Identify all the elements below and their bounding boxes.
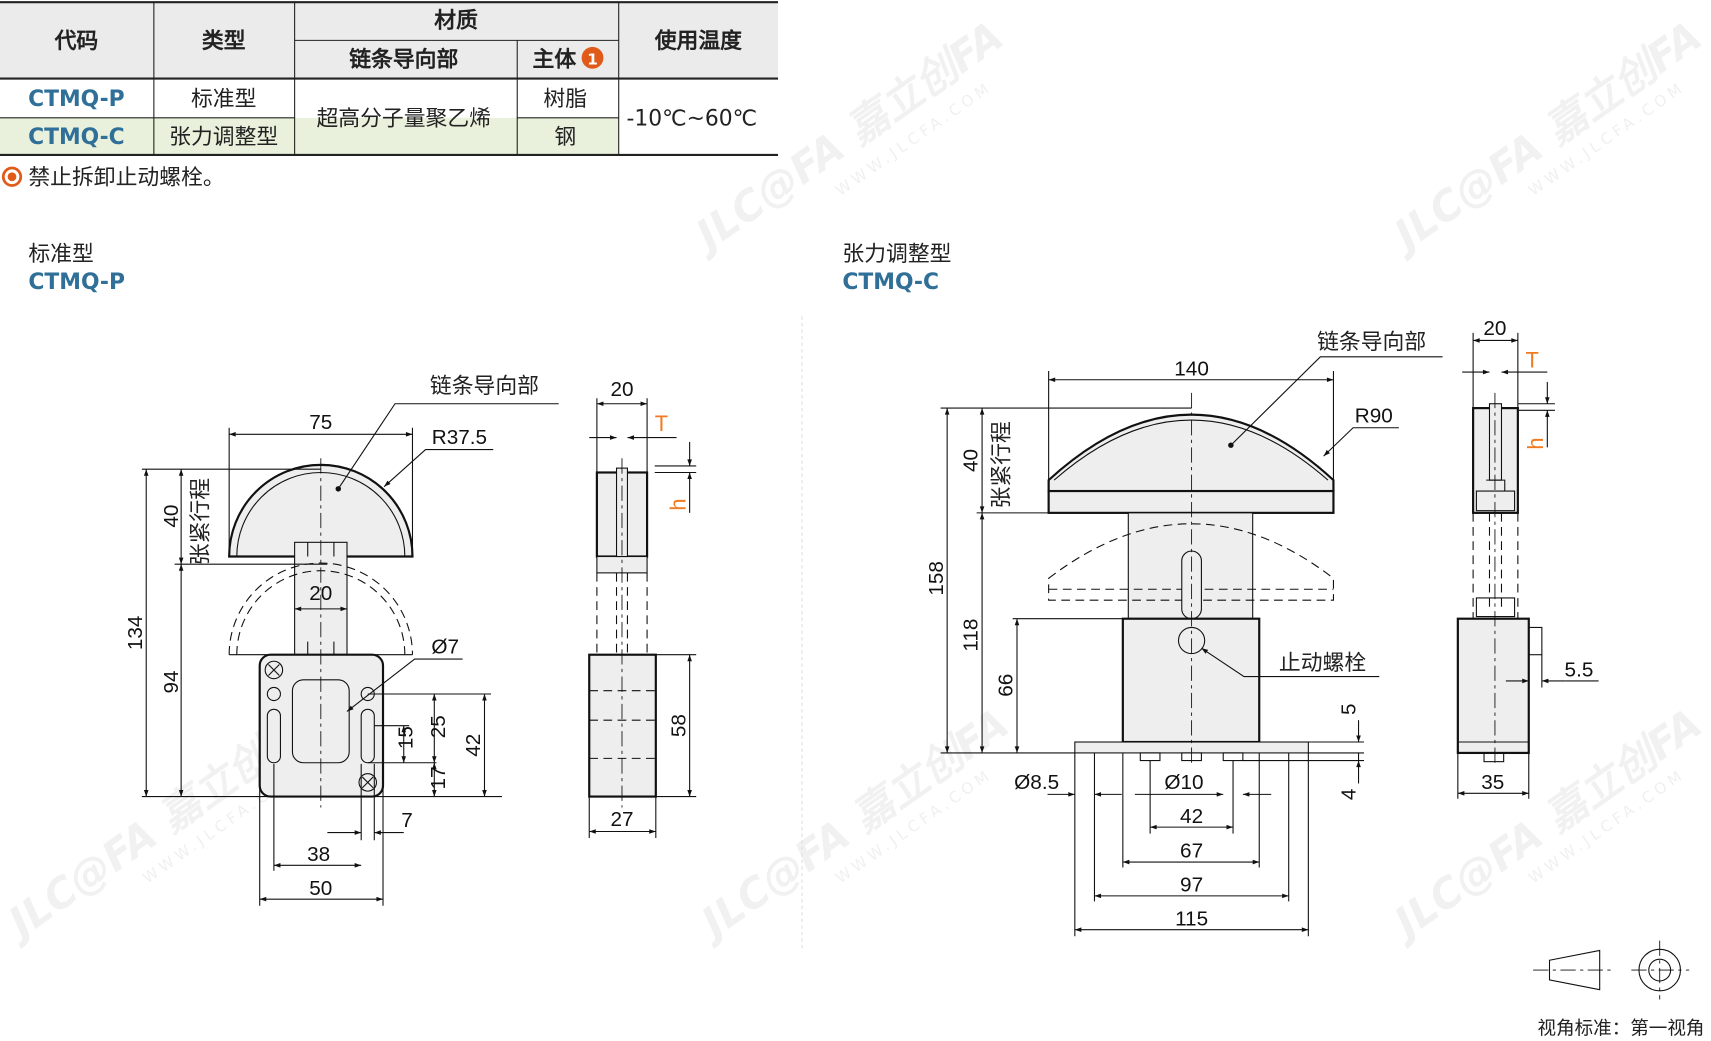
left-code: CTMQ-P <box>28 270 125 295</box>
svg-text:94: 94 <box>160 670 183 693</box>
svg-text:R37.5: R37.5 <box>432 426 487 449</box>
svg-text:h: h <box>665 499 690 511</box>
svg-text:158: 158 <box>925 561 948 596</box>
right-side-view: 20 T h 5.5 35 <box>1456 317 1599 799</box>
svg-text:R90: R90 <box>1355 404 1393 427</box>
svg-text:118: 118 <box>960 619 983 652</box>
row-body: 钢 <box>554 125 576 150</box>
svg-text:27: 27 <box>610 808 633 831</box>
svg-text:97: 97 <box>1180 874 1203 897</box>
svg-text:h: h <box>1523 437 1548 449</box>
svg-text:1: 1 <box>587 50 598 68</box>
svg-text:7: 7 <box>401 809 413 832</box>
svg-text:20: 20 <box>610 378 633 401</box>
temperature-range: -10℃~60℃ <box>626 106 757 131</box>
svg-text:5.5: 5.5 <box>1565 659 1594 682</box>
right-dimensions: 140 链条导向部 R90 158 40 张紧行程 118 66 止动螺栓 5 … <box>925 330 1443 937</box>
svg-text:5: 5 <box>1337 704 1360 716</box>
right-code: CTMQ-C <box>842 270 939 295</box>
svg-text:58: 58 <box>667 714 690 737</box>
svg-text:Ø8.5: Ø8.5 <box>1014 771 1059 794</box>
svg-text:20: 20 <box>1483 317 1506 340</box>
svg-text:42: 42 <box>1180 805 1203 828</box>
row-body: 树脂 <box>543 87 587 112</box>
left-side-view: 20 T h 58 27 <box>588 378 697 839</box>
svg-text:4: 4 <box>1337 789 1360 801</box>
right-title: 张力调整型 <box>842 242 951 267</box>
svg-text:134: 134 <box>124 616 147 651</box>
svg-text:张紧行程: 张紧行程 <box>989 421 1014 508</box>
svg-text:Ø7: Ø7 <box>431 636 459 659</box>
header-code: 代码 <box>54 29 99 54</box>
svg-text:20: 20 <box>309 582 332 605</box>
row-type: 张力调整型 <box>169 125 278 150</box>
svg-text:42: 42 <box>462 734 485 757</box>
stop-bolt-label: 止动螺栓 <box>1279 651 1366 676</box>
svg-text:115: 115 <box>1175 907 1208 930</box>
svg-text:67: 67 <box>1180 840 1203 863</box>
chain-guide-material: 超高分子量聚乙烯 <box>316 106 491 131</box>
svg-text:17: 17 <box>427 766 450 789</box>
header-material: 材质 <box>434 8 478 33</box>
svg-text:25: 25 <box>427 715 450 738</box>
left-front-view <box>228 458 414 808</box>
svg-text:T: T <box>655 411 668 436</box>
svg-text:Ø10: Ø10 <box>1164 771 1203 794</box>
right-front-view <box>1047 392 1335 764</box>
header-chain-guide: 链条导向部 <box>349 47 458 73</box>
note-badge-icon <box>581 46 604 69</box>
svg-text:66: 66 <box>995 674 1018 697</box>
row-code: CTMQ-C <box>28 125 125 150</box>
svg-text:T: T <box>1525 348 1538 373</box>
first-angle-projection-icon <box>1533 940 1690 1000</box>
note-text: 禁止拆卸止动螺栓。 <box>28 165 224 190</box>
svg-text:JLC@FA 嘉立创FA: JLC@FA 嘉立创FA <box>1380 699 1710 950</box>
header-temperature: 使用温度 <box>654 28 742 54</box>
left-callout: 链条导向部 <box>430 374 539 399</box>
spec-table: 代码 类型 材质 链条导向部 主体 1 使用温度 CTMQ-P 标准型 树脂 C… <box>0 1 779 157</box>
note-bullet-icon <box>1 166 23 187</box>
svg-text:75: 75 <box>309 411 332 434</box>
svg-text:JLC@FA 嘉立创FA: JLC@FA 嘉立创FA <box>1380 12 1710 263</box>
row-code: CTMQ-P <box>28 87 125 112</box>
header-type: 类型 <box>202 29 246 54</box>
svg-text:38: 38 <box>307 843 330 866</box>
svg-text:张紧行程: 张紧行程 <box>188 478 213 565</box>
row-type: 标准型 <box>191 87 256 112</box>
svg-text:15: 15 <box>394 726 417 749</box>
left-title: 标准型 <box>28 242 93 267</box>
svg-text:35: 35 <box>1481 771 1504 794</box>
right-callout: 链条导向部 <box>1317 330 1426 355</box>
left-dimensions: 75 链条导向部 R37.5 134 40 张紧行程 94 20 Ø7 15 2… <box>124 374 559 906</box>
svg-text:40: 40 <box>960 449 983 472</box>
svg-text:140: 140 <box>1174 357 1209 380</box>
svg-text:40: 40 <box>160 505 183 528</box>
header-body: 主体 <box>533 48 577 73</box>
svg-text:JLC@FA 嘉立创FA: JLC@FA 嘉立创FA <box>687 699 1017 950</box>
svg-text:50: 50 <box>309 877 332 900</box>
projection-label: 视角标准：第一视角 <box>1538 1018 1705 1039</box>
